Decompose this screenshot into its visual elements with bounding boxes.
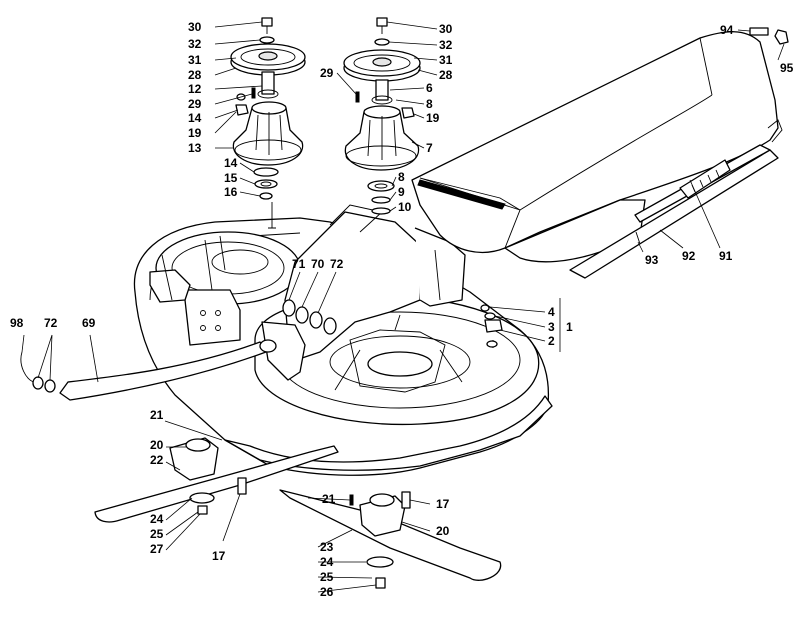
label-3: 3 — [548, 320, 555, 334]
label-7: 7 — [426, 141, 433, 155]
leader-lines — [21, 21, 785, 593]
label-10: 10 — [398, 200, 412, 214]
label-17-left: 17 — [212, 549, 226, 563]
label-25-right: 25 — [320, 570, 334, 584]
label-31-left: 31 — [188, 53, 202, 67]
label-8-lower: 8 — [398, 170, 405, 184]
belt-cover — [411, 27, 789, 279]
label-28-right: 28 — [439, 68, 453, 82]
label-1: 1 — [566, 320, 573, 334]
callout-labels: 30 32 31 28 12 29 14 19 13 14 15 16 30 3… — [10, 20, 794, 599]
label-26: 26 — [320, 585, 334, 599]
label-9: 9 — [398, 185, 405, 199]
right-spindle-assembly — [343, 17, 421, 215]
label-93: 93 — [645, 253, 659, 267]
label-20-left: 20 — [150, 438, 164, 452]
label-71: 71 — [292, 257, 306, 271]
label-72-upper: 72 — [330, 257, 344, 271]
label-16: 16 — [224, 185, 238, 199]
label-4: 4 — [548, 305, 555, 319]
left-blade — [94, 437, 339, 523]
label-30-left: 30 — [188, 20, 202, 34]
label-69: 69 — [82, 316, 96, 330]
label-22: 22 — [150, 453, 164, 467]
label-23: 23 — [320, 540, 334, 554]
label-21-left: 21 — [150, 408, 164, 422]
label-30-right: 30 — [439, 22, 453, 36]
label-29-left: 29 — [188, 97, 202, 111]
label-94: 94 — [720, 23, 734, 37]
label-2: 2 — [548, 334, 555, 348]
label-92: 92 — [682, 249, 696, 263]
lift-rod — [20, 339, 277, 401]
right-blade — [279, 489, 502, 589]
label-29-right: 29 — [320, 66, 334, 80]
left-spindle-assembly — [230, 17, 306, 200]
label-19-left: 19 — [188, 126, 202, 140]
label-72-lower: 72 — [44, 316, 58, 330]
label-14-upper: 14 — [188, 111, 202, 125]
bracket-hardware — [282, 299, 503, 335]
label-17-right: 17 — [436, 497, 450, 511]
label-19-right: 19 — [426, 111, 440, 125]
label-32-left: 32 — [188, 37, 202, 51]
label-12: 12 — [188, 82, 202, 96]
label-98: 98 — [10, 316, 24, 330]
label-13: 13 — [188, 141, 202, 155]
label-14-lower: 14 — [224, 156, 238, 170]
label-8-upper: 8 — [426, 97, 433, 111]
label-95: 95 — [780, 61, 794, 75]
label-32-right: 32 — [439, 38, 453, 52]
label-21-right: 21 — [322, 492, 336, 506]
label-15: 15 — [224, 171, 238, 185]
label-24-left: 24 — [150, 512, 164, 526]
label-20-right: 20 — [436, 524, 450, 538]
label-31-right: 31 — [439, 53, 453, 67]
label-28-left: 28 — [188, 68, 202, 82]
label-27: 27 — [150, 542, 164, 556]
label-25-left: 25 — [150, 527, 164, 541]
label-70: 70 — [311, 257, 325, 271]
label-91: 91 — [719, 249, 733, 263]
label-6: 6 — [426, 81, 433, 95]
label-24-right: 24 — [320, 555, 334, 569]
